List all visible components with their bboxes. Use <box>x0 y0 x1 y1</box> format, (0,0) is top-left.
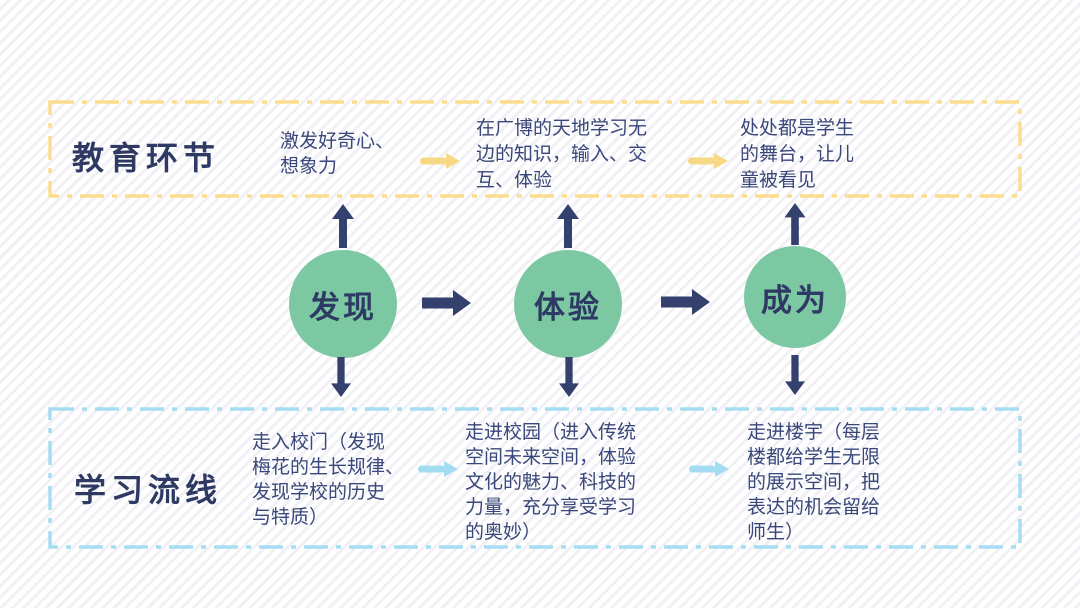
education-section: 教育环节 激发好奇心、 想象力 在广博的天地学习无 边的知识，输入、交 互、体验… <box>48 100 1022 198</box>
education-step-arrow-icon <box>688 153 728 169</box>
learning-step-1: 走入校门（发现 梅花的生长规律、 发现学校的历史 与特质） <box>252 432 405 528</box>
education-step-2: 在广博的天地学习无 边的知识，输入、交 互、体验 <box>476 118 648 191</box>
flow-arrow-icon <box>422 290 471 316</box>
learning-section-title: 学习流线 <box>74 472 223 508</box>
flow-node-experience-label: 体验 <box>534 289 602 325</box>
up-arrow-icon <box>332 204 354 248</box>
learning-step-arrow-icon <box>689 461 729 477</box>
education-section-title: 教育环节 <box>72 140 221 176</box>
education-step-arrow-icon <box>420 153 460 169</box>
flow-node-experience: 体验 <box>514 250 622 358</box>
learning-section: 学习流线 走入校门（发现 梅花的生长规律、 发现学校的历史 与特质） 走进校园（… <box>48 407 1022 549</box>
up-arrow-icon <box>557 204 579 248</box>
education-step-3: 处处都是学生 的舞台，让儿 童被看见 <box>740 118 855 191</box>
education-dashed-border-icon <box>48 100 1022 198</box>
learning-step-2: 走进校园（进入传统 空间未来空间，体验 文化的魅力、科技的 力量，充分享受学习 … <box>465 422 637 543</box>
flow-node-discover-label: 发现 <box>309 289 377 325</box>
down-arrow-icon <box>785 355 805 395</box>
education-step-1: 激发好奇心、 想象力 <box>280 131 395 177</box>
down-arrow-icon <box>331 357 351 397</box>
flow-node-become-label: 成为 <box>761 282 829 318</box>
down-arrow-icon <box>559 357 579 397</box>
flow-arrow-icon <box>661 289 710 315</box>
up-arrow-icon <box>784 203 806 245</box>
flow-node-become: 成为 <box>744 246 846 348</box>
learning-step-3: 走进楼宇（每层 楼都给学生无限 的展示空间，把 表达的机会留给 师生） <box>747 422 881 543</box>
flow-node-discover: 发现 <box>289 250 397 358</box>
learning-step-arrow-icon <box>418 461 458 477</box>
learning-dashed-border-icon <box>48 407 1022 549</box>
